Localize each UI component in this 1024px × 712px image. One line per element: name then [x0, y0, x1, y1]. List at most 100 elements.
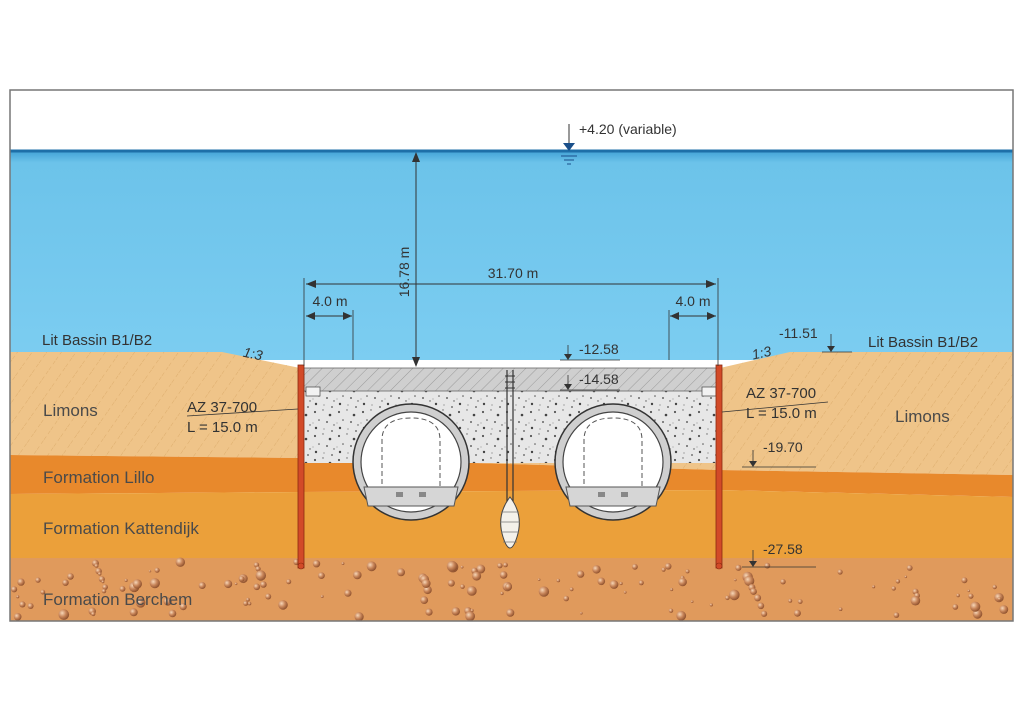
sheet-pile-left-length: L = 15.0 m [187, 419, 258, 436]
pebble [224, 579, 233, 589]
pebble [793, 609, 801, 617]
elevation-marker-top-concrete [560, 375, 620, 391]
sky-area [10, 90, 1013, 152]
pebble [40, 589, 46, 595]
pebble [320, 595, 324, 598]
pebble [247, 601, 252, 606]
pebble [734, 578, 737, 582]
pebble [353, 570, 362, 580]
pebble [661, 567, 666, 572]
bed-label-left: Lit Bassin B1/B2 [42, 332, 152, 349]
pebble [253, 583, 261, 591]
pebble [260, 581, 267, 588]
pebble [538, 586, 550, 597]
pebble [344, 589, 352, 597]
pebble [163, 597, 172, 606]
pebble [638, 580, 644, 586]
pebble [729, 589, 740, 601]
pebble [872, 585, 876, 589]
pebble [58, 609, 70, 620]
total-width-dimension [303, 278, 719, 366]
total-width-label: 31.70 m [488, 265, 539, 281]
pebble [837, 569, 843, 575]
pebble [472, 571, 482, 581]
pebble [569, 587, 574, 592]
pebble [62, 579, 69, 586]
pebble [175, 557, 185, 567]
pebble [910, 595, 921, 606]
pebble [725, 595, 730, 601]
pebble [341, 562, 345, 565]
pebble [764, 562, 771, 569]
elevation-marker-lillo [742, 450, 816, 468]
pebble [537, 578, 541, 581]
pebble [506, 608, 515, 617]
pebble [91, 611, 96, 617]
pebble [780, 579, 786, 585]
pebble [961, 577, 968, 584]
pebble [124, 578, 128, 583]
pebble [968, 593, 974, 599]
pebble [576, 570, 585, 578]
elevation-marker-right-bed [822, 334, 852, 353]
pebble [999, 605, 1009, 614]
pebble [354, 612, 364, 621]
berchem-pebbles [11, 557, 1009, 621]
layer-label-berchem: Formation Berchem [43, 590, 192, 609]
pebble [678, 577, 687, 587]
pebble [505, 583, 512, 591]
pebble [318, 572, 325, 579]
pebble [94, 563, 99, 568]
sheet-pile-right [715, 364, 723, 569]
pebble [460, 584, 465, 589]
right-offset-dimension [668, 310, 716, 360]
pebble [906, 565, 913, 571]
elevation-label-right-bed: -11.51 [779, 325, 818, 341]
layer-label-limons-right: Limons [895, 407, 950, 426]
pebble [757, 602, 765, 610]
pebble [312, 560, 321, 568]
sheet-pile-right-length: L = 15.0 m [746, 405, 817, 422]
slope-label-left: 1:3 [242, 344, 265, 364]
pebble [761, 610, 768, 617]
pebble [101, 580, 105, 584]
pebble [179, 603, 187, 611]
pebble [563, 595, 569, 602]
pebble [632, 563, 638, 570]
pebble [709, 603, 713, 607]
sheet-pile-left-leader [186, 408, 299, 417]
pebble [503, 562, 508, 568]
pebble [447, 579, 455, 587]
pebble [735, 564, 742, 571]
pebble [750, 588, 757, 595]
pebble [952, 604, 959, 610]
pebble [754, 594, 762, 602]
right-offset-label: 4.0 m [675, 293, 710, 309]
elevation-label-top-fill: -12.58 [579, 341, 619, 357]
pebble [597, 577, 606, 586]
pebble [148, 570, 152, 573]
pebble [470, 608, 474, 613]
pebble [255, 570, 266, 581]
pebble [838, 607, 843, 611]
pebble [238, 576, 245, 582]
sheet-pile-right-type: AZ 37-700 [746, 385, 816, 402]
elevation-marker-berchem [742, 550, 816, 568]
pebble [556, 578, 561, 583]
pebble [460, 565, 464, 569]
pebble [19, 601, 26, 608]
left-offset-label: 4.0 m [312, 293, 347, 309]
sheet-pile-left [297, 364, 305, 569]
pebble [286, 579, 292, 585]
pebble [13, 613, 22, 621]
elevation-label-top-concrete: -14.58 [579, 371, 619, 387]
pebble [366, 561, 377, 572]
pebble [499, 571, 508, 579]
diagram-frame [9, 89, 1014, 622]
elevation-marker-top-fill [560, 345, 620, 361]
bed-label-right: Lit Bassin B1/B2 [868, 334, 978, 351]
pebble [904, 575, 908, 579]
central-drain [500, 370, 520, 549]
pebble [102, 584, 108, 590]
pebble [101, 588, 107, 594]
